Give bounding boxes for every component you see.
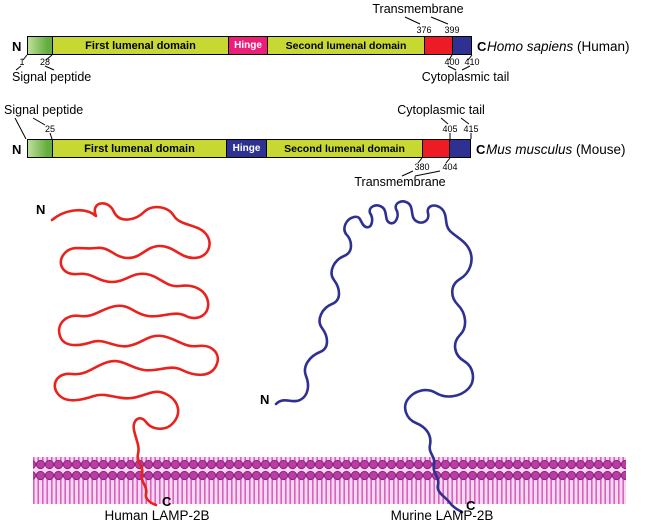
human-cytoplasmic-segment: [452, 36, 472, 55]
mouse-tm-start: 380: [414, 162, 430, 172]
human-species-plain: (Human): [573, 39, 630, 54]
mouse-leader-lines: [14, 117, 472, 177]
mouse-signal-peptide-label: Signal peptide: [4, 103, 84, 117]
mouse-squiggle-c-label: C: [466, 498, 476, 513]
mouse-cytoplasmic-tail-label: Cytoplasmic tail: [397, 103, 485, 117]
human-tm-start: 376: [416, 25, 432, 35]
human-leader-lines: [15, 16, 473, 71]
human-signal-peptide-segment: [27, 36, 53, 55]
mouse-species-label: Mus musculus (Mouse): [486, 142, 626, 157]
mouse-signal-end: 25: [44, 124, 55, 134]
mouse-cytoplasmic-segment: [449, 139, 471, 158]
human-signal-peptide-label: Signal peptide: [12, 70, 92, 84]
human-species-label: Homo sapiens (Human): [487, 39, 630, 54]
lipid-bilayer-membrane: [33, 457, 626, 504]
human-lamp2b-caption: Human LAMP-2B: [104, 508, 210, 523]
human-transmembrane-label: Transmembrane: [372, 2, 464, 16]
human-cyto-start: 400: [444, 57, 460, 67]
human-tm-end: 399: [444, 25, 460, 35]
human-cytoplasmic-tail-label: Cytoplasmic tail: [421, 70, 510, 84]
human-signal-start: 1: [19, 57, 25, 67]
human-hinge-segment: Hinge: [228, 36, 268, 55]
mouse-second-lumenal-segment: Second lumenal domain: [266, 139, 423, 158]
human-transmembrane-segment: [424, 36, 453, 55]
mouse-species-plain: (Mouse): [572, 142, 626, 157]
human-n-terminus: N: [12, 39, 22, 54]
mouse-signal-peptide-segment: [27, 139, 53, 158]
mouse-hinge-segment: Hinge: [226, 139, 267, 158]
human-species-italic: Homo sapiens: [487, 39, 574, 54]
human-cyto-end: 410: [464, 57, 480, 67]
mouse-transmembrane-label: Transmembrane: [354, 175, 446, 189]
mouse-species-italic: Mus musculus: [486, 142, 573, 157]
human-protein-squiggle: [50, 202, 219, 507]
mouse-tm-end: 404: [442, 162, 458, 172]
mouse-squiggle-n-label: N: [260, 392, 270, 407]
human-second-lumenal-segment: Second lumenal domain: [267, 36, 425, 55]
mouse-transmembrane-segment: [422, 139, 450, 158]
human-squiggle-c-label: C: [162, 494, 172, 509]
mouse-first-lumenal-segment: First lumenal domain: [52, 139, 227, 158]
mouse-protein-squiggle: [274, 200, 475, 514]
human-c-terminus: C: [477, 39, 487, 54]
mouse-lamp2b-caption: Murine LAMP-2B: [390, 508, 494, 523]
human-signal-end: 28: [39, 57, 50, 67]
mouse-n-terminus: N: [12, 142, 22, 157]
mouse-cyto-end: 415: [463, 124, 479, 134]
mouse-cyto-start: 405: [442, 124, 458, 134]
human-first-lumenal-segment: First lumenal domain: [52, 36, 229, 55]
mouse-c-terminus: C: [476, 142, 486, 157]
human-squiggle-n-label: N: [36, 202, 46, 217]
